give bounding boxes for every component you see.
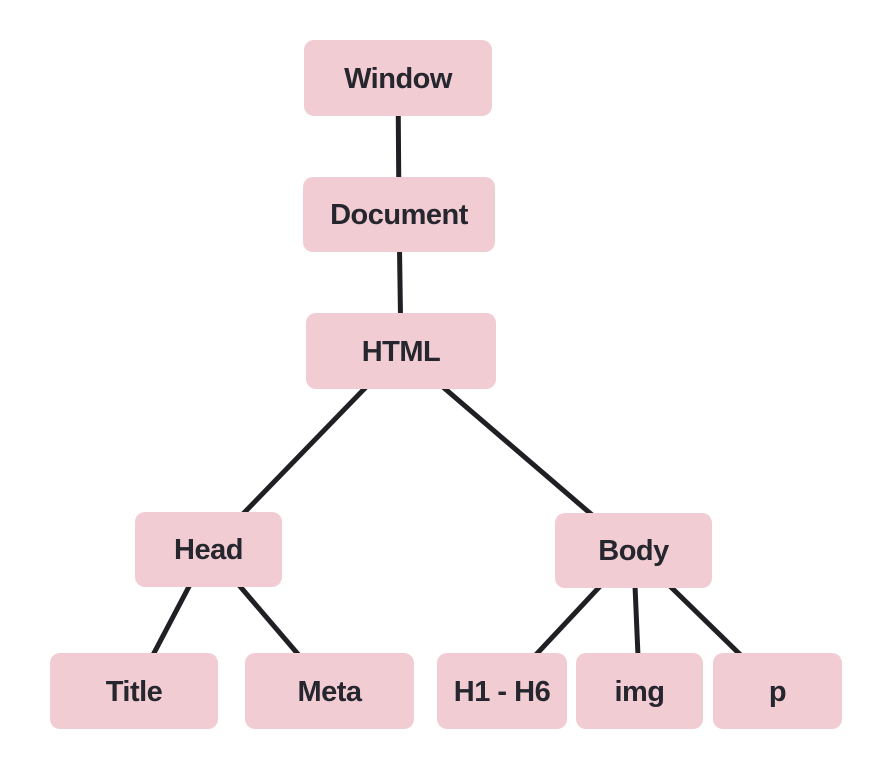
node-label: p <box>768 675 787 708</box>
node-label: HTML <box>361 335 441 368</box>
node-document: Document <box>303 177 495 252</box>
node-img: img <box>576 653 703 729</box>
node-head: Head <box>135 512 282 587</box>
node-label: Head <box>174 534 243 566</box>
node-label: img <box>614 675 665 708</box>
node-label: H1 - H6 <box>453 675 551 708</box>
node-window: Window <box>304 40 492 116</box>
node-label: Meta <box>297 675 362 708</box>
node-label: Window <box>344 62 452 95</box>
node-body: Body <box>555 513 712 588</box>
node-h1-h6: H1 - H6 <box>437 653 567 729</box>
node-p: p <box>713 653 842 729</box>
node-label: Title <box>105 675 163 708</box>
node-title: Title <box>50 653 218 729</box>
node-meta: Meta <box>245 653 414 729</box>
node-html: HTML <box>306 313 496 389</box>
node-label: Document <box>330 199 468 231</box>
node-label: Body <box>598 535 669 567</box>
